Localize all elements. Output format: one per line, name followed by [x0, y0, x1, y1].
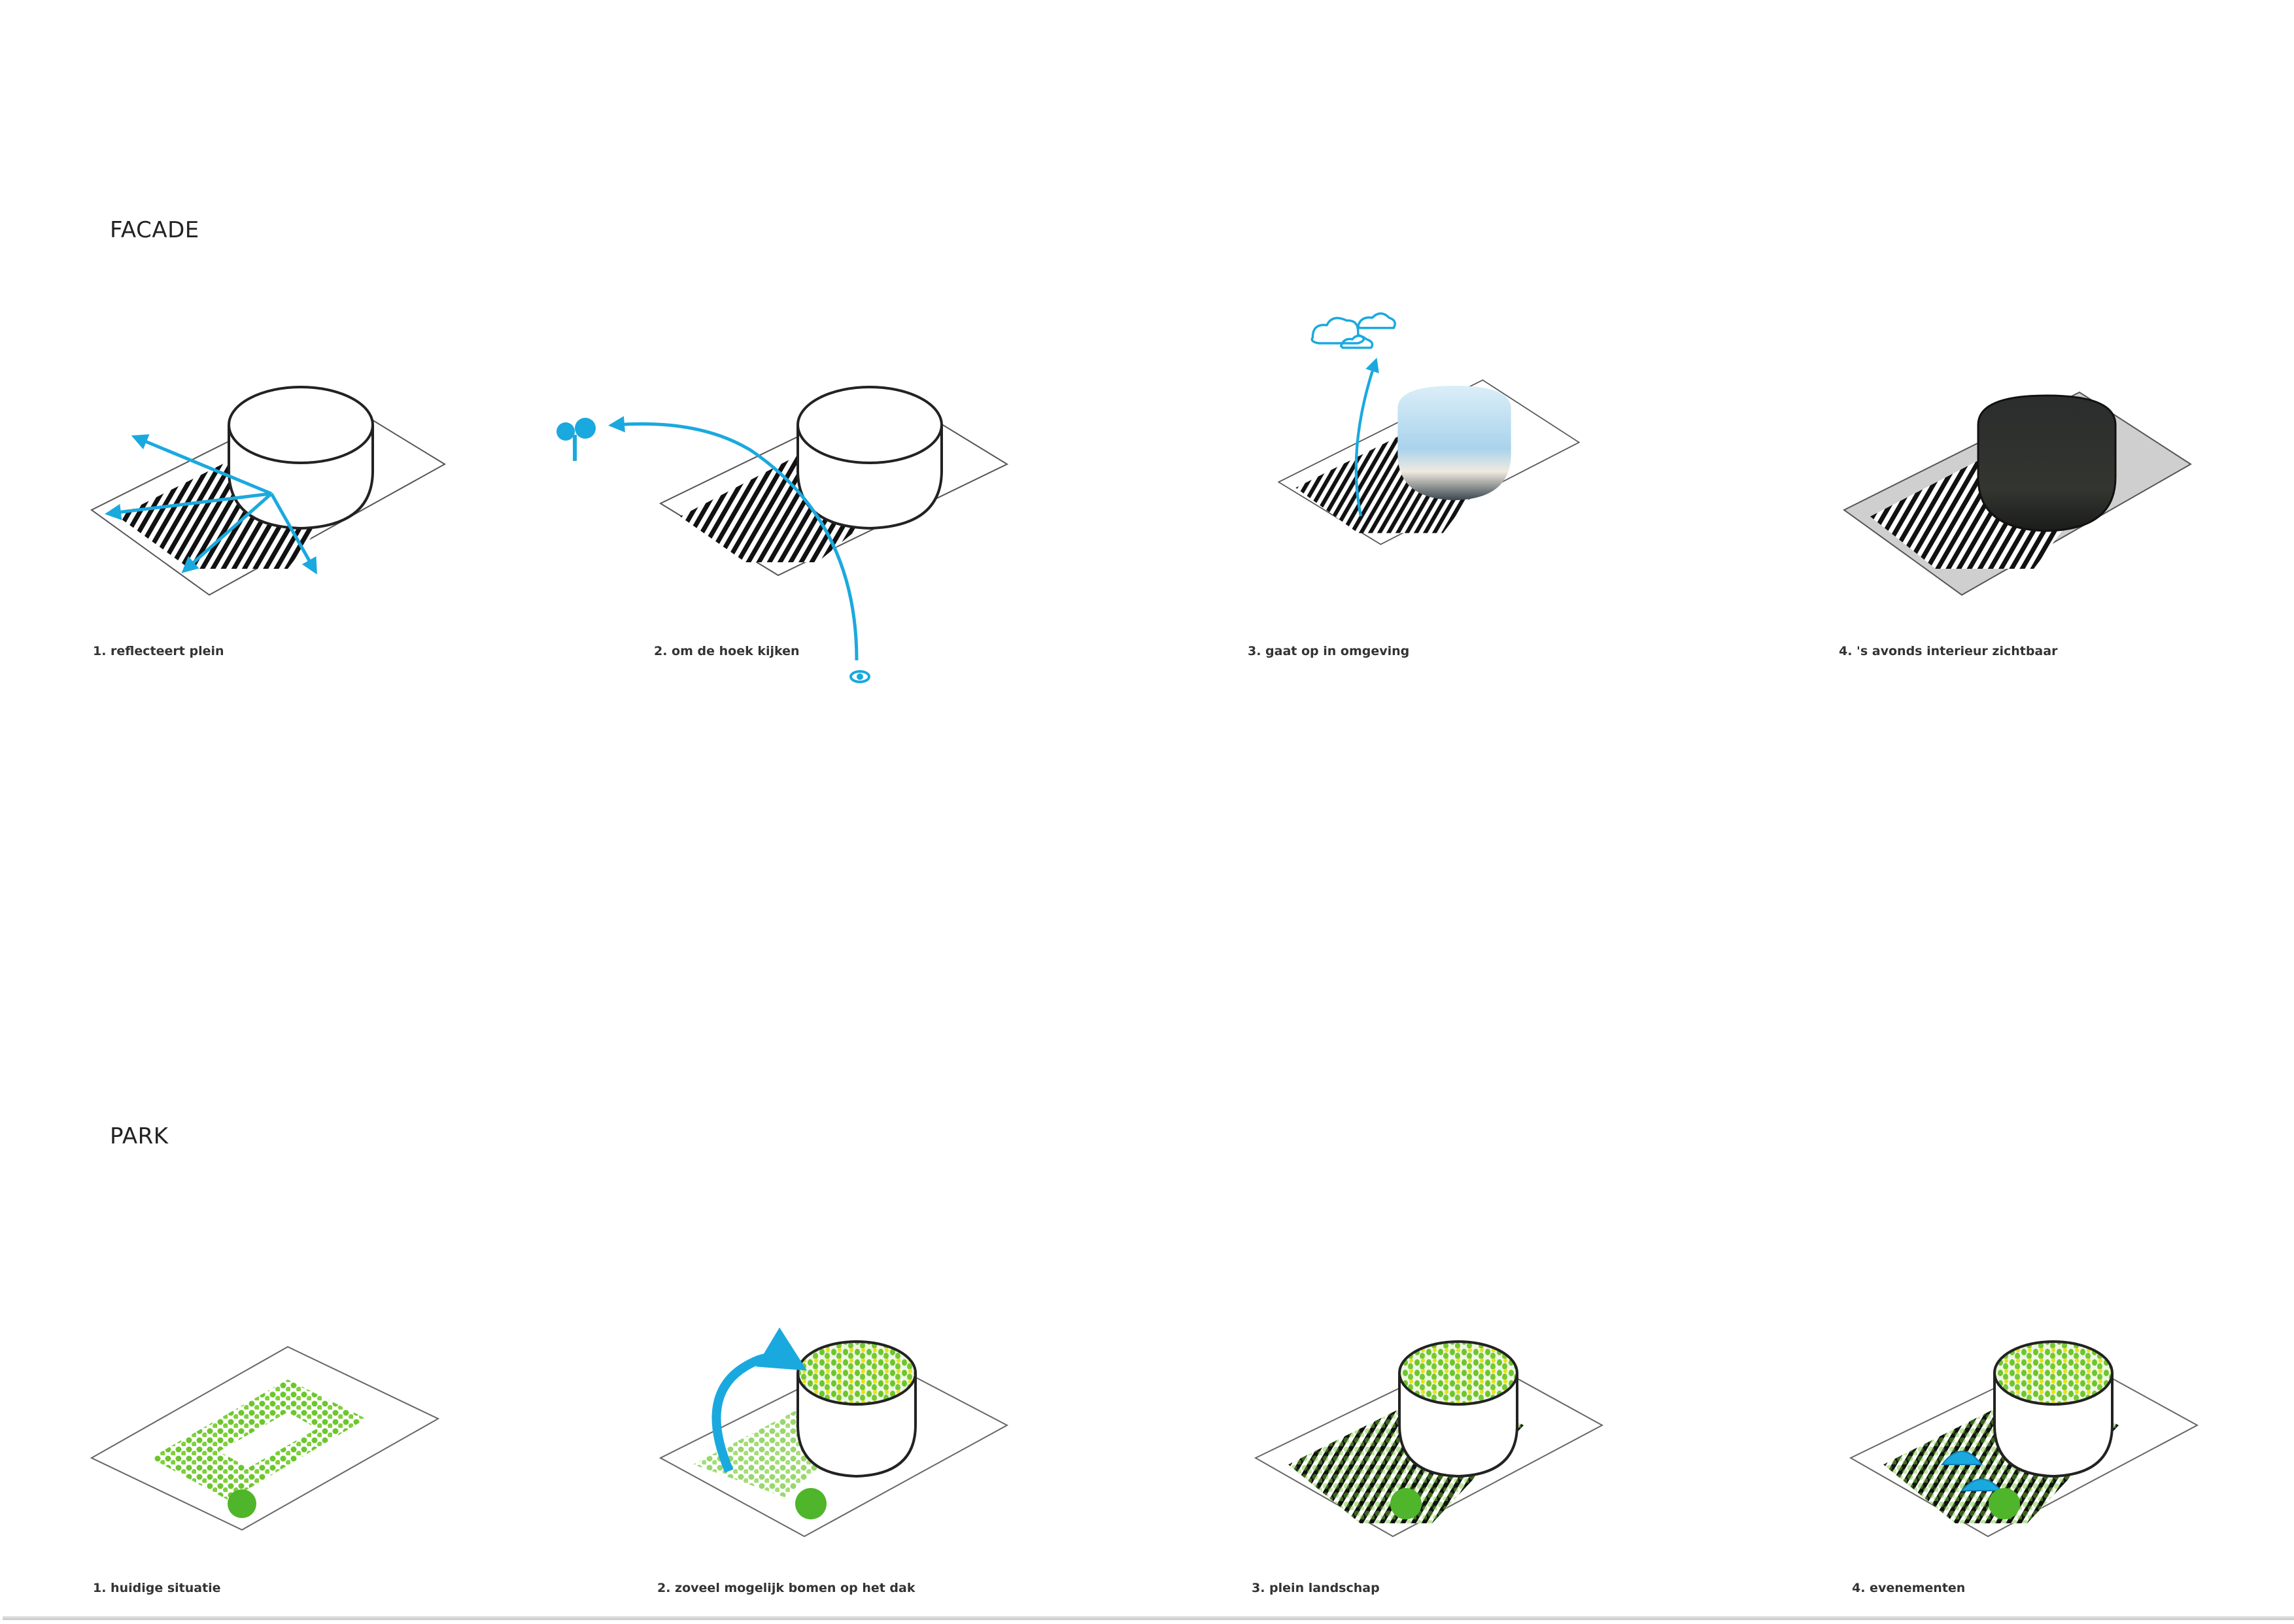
- section-title-facade: FACADE: [110, 217, 199, 243]
- curved-arrow-icon: [608, 416, 859, 661]
- caption-park-2: 2. zoveel mogelijk bomen op het dak: [657, 1581, 916, 1595]
- curved-arrow-icon: [711, 1327, 808, 1473]
- bottom-divider: [3, 1616, 2294, 1620]
- park-diagram-plaza-landscape: [1249, 1281, 1707, 1621]
- caption-park-1: 1. huidige situatie: [93, 1581, 221, 1595]
- roof-trees: [796, 1340, 917, 1406]
- caption-facade-3: 3. gaat op in omgeving: [1248, 644, 1410, 658]
- roof-trees: [1398, 1340, 1518, 1406]
- tree-icon: [556, 418, 596, 461]
- night-interior: [1977, 394, 2117, 532]
- caption-park-4: 4. evenementen: [1852, 1581, 1966, 1595]
- section-title-park: PARK: [110, 1123, 169, 1149]
- facade-diagram-reflect: [90, 353, 549, 693]
- park-diagram-current: [90, 1281, 549, 1621]
- roof-trees: [1993, 1340, 2114, 1406]
- park-diagram-events: [1844, 1281, 2294, 1621]
- park-diagram-roof-trees: [654, 1281, 1112, 1621]
- caption-facade-2: 2. om de hoek kijken: [654, 644, 800, 658]
- reflection-arrows-icon: [105, 434, 317, 575]
- facade-diagram-blends-in: [1242, 301, 1700, 641]
- event-tents: [1940, 1451, 2003, 1491]
- caption-facade-4: 4. 's avonds interieur zichtbaar: [1839, 644, 2058, 658]
- facade-diagram-night: [1838, 353, 2294, 693]
- caption-facade-1: 1. reflecteert plein: [93, 644, 224, 658]
- tree-grid: [150, 1379, 366, 1518]
- eye-icon: [849, 670, 870, 683]
- sky-reflection: [1397, 386, 1511, 501]
- upward-arrow-icon: [1354, 358, 1379, 516]
- cloud-icon: [1310, 312, 1396, 349]
- facade-diagram-around-corner: [549, 353, 1009, 693]
- building-volume: [228, 386, 374, 530]
- caption-park-3: 3. plein landschap: [1252, 1581, 1380, 1595]
